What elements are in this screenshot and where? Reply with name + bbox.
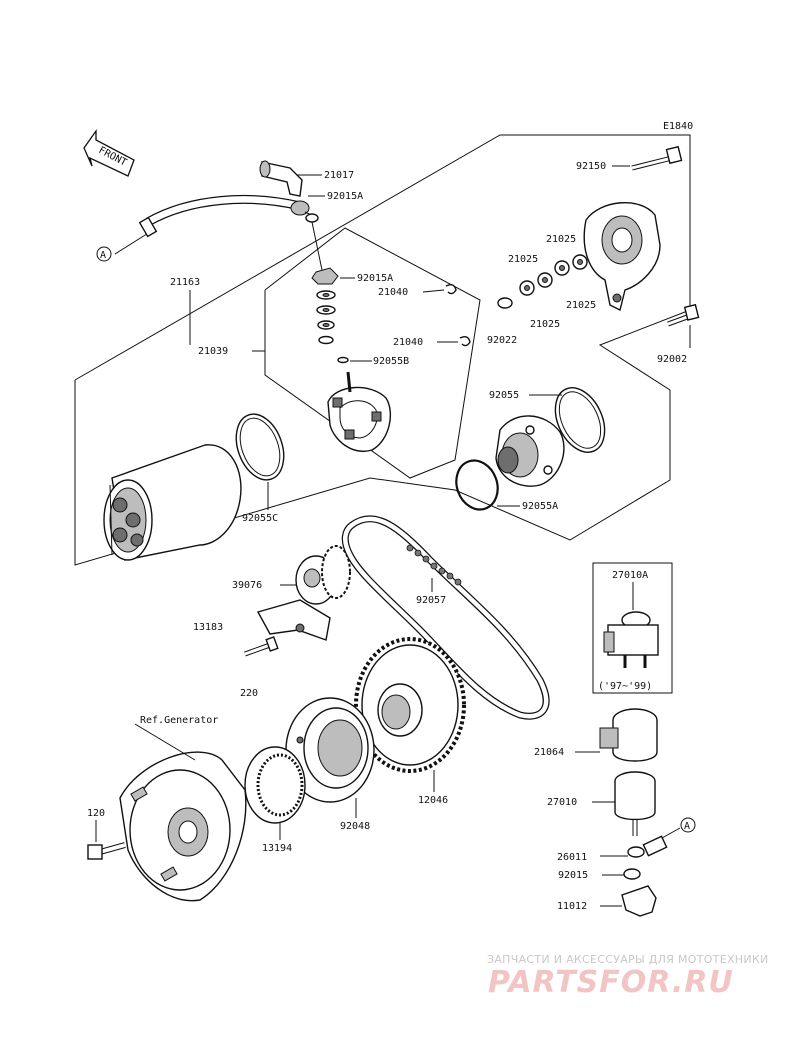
end-cover — [583, 202, 661, 312]
brush-holder — [327, 371, 392, 452]
terminal-cap — [621, 885, 657, 917]
part-21017: 21017 — [324, 170, 354, 181]
part-21025-d: 21025 — [530, 319, 560, 330]
cable-boot — [259, 160, 322, 197]
starter-motor — [103, 444, 242, 561]
callout-a-left: A — [100, 250, 106, 261]
part-92055C: 92055C — [242, 513, 278, 524]
ref-generator: Ref.Generator — [140, 715, 218, 726]
part-27010A: 27010A — [612, 570, 648, 581]
generator-rotor — [119, 751, 247, 902]
boundary-lines — [74, 134, 691, 566]
part-21040-b: 21040 — [393, 337, 423, 348]
part-39076: 39076 — [232, 580, 262, 591]
watermark-tagline: ЗАПЧАСТИ И АКСЕССУАРЫ ДЛЯ МОТОТЕХНИКИ — [487, 953, 769, 966]
part-13194: 13194 — [262, 843, 292, 854]
part-21025-b: 21025 — [508, 254, 538, 265]
part-21039: 21039 — [198, 346, 228, 357]
part-92015A-mid: 92015A — [357, 273, 393, 284]
year-note: ('97~'99) — [598, 681, 652, 692]
part-13183: 13183 — [193, 622, 223, 633]
part-92015A-top: 92015A — [327, 191, 363, 202]
part-21064: 21064 — [534, 747, 564, 758]
front-arrow-icon: FRONT — [83, 128, 135, 177]
part-92055A: 92055A — [522, 501, 558, 512]
one-way-clutch — [244, 746, 306, 824]
relay-inset — [592, 562, 673, 694]
starter-chain — [341, 515, 550, 720]
through-bolt-top — [631, 145, 683, 171]
part-21163: 21163 — [170, 277, 200, 288]
part-92055B: 92055B — [373, 356, 409, 367]
part-92002: 92002 — [657, 354, 687, 365]
starter-relay — [614, 771, 656, 836]
starter-clutch — [285, 697, 375, 803]
washers — [497, 254, 588, 309]
brush-springs — [445, 283, 471, 347]
part-92055: 92055 — [489, 390, 519, 401]
part-21025-c: 21025 — [566, 300, 596, 311]
part-220: 220 — [240, 688, 258, 699]
callout-a-right: A — [684, 821, 690, 832]
part-92150: 92150 — [576, 161, 606, 172]
nut-92015 — [623, 868, 641, 880]
part-12046: 12046 — [418, 795, 448, 806]
part-92057: 92057 — [416, 595, 446, 606]
rotor-bolt — [87, 842, 126, 860]
part-27010: 27010 — [547, 797, 577, 808]
part-120: 120 — [87, 808, 105, 819]
o-ring-92055A — [455, 459, 499, 511]
part-26011: 26011 — [557, 852, 587, 863]
starter-sprocket — [354, 637, 466, 773]
part-21040-a: 21040 — [378, 287, 408, 298]
watermark-logo: PARTSFOR.RU — [488, 965, 734, 1000]
diagram-code: E1840 — [663, 121, 693, 132]
part-11012: 11012 — [557, 901, 587, 912]
part-92048: 92048 — [340, 821, 370, 832]
terminal-hardware — [311, 267, 372, 364]
idle-gear — [295, 545, 351, 605]
through-bolt-bottom — [667, 303, 700, 348]
terminal-lead: A — [627, 817, 696, 858]
part-92022: 92022 — [487, 335, 517, 346]
relay-boot — [599, 708, 658, 762]
part-92015: 92015 — [558, 870, 588, 881]
front-cover — [495, 415, 565, 487]
starter-cable: A — [96, 194, 319, 262]
part-21025-a: 21025 — [546, 234, 576, 245]
o-ring-92055 — [554, 387, 606, 453]
chain-guide-bracket — [244, 599, 331, 657]
